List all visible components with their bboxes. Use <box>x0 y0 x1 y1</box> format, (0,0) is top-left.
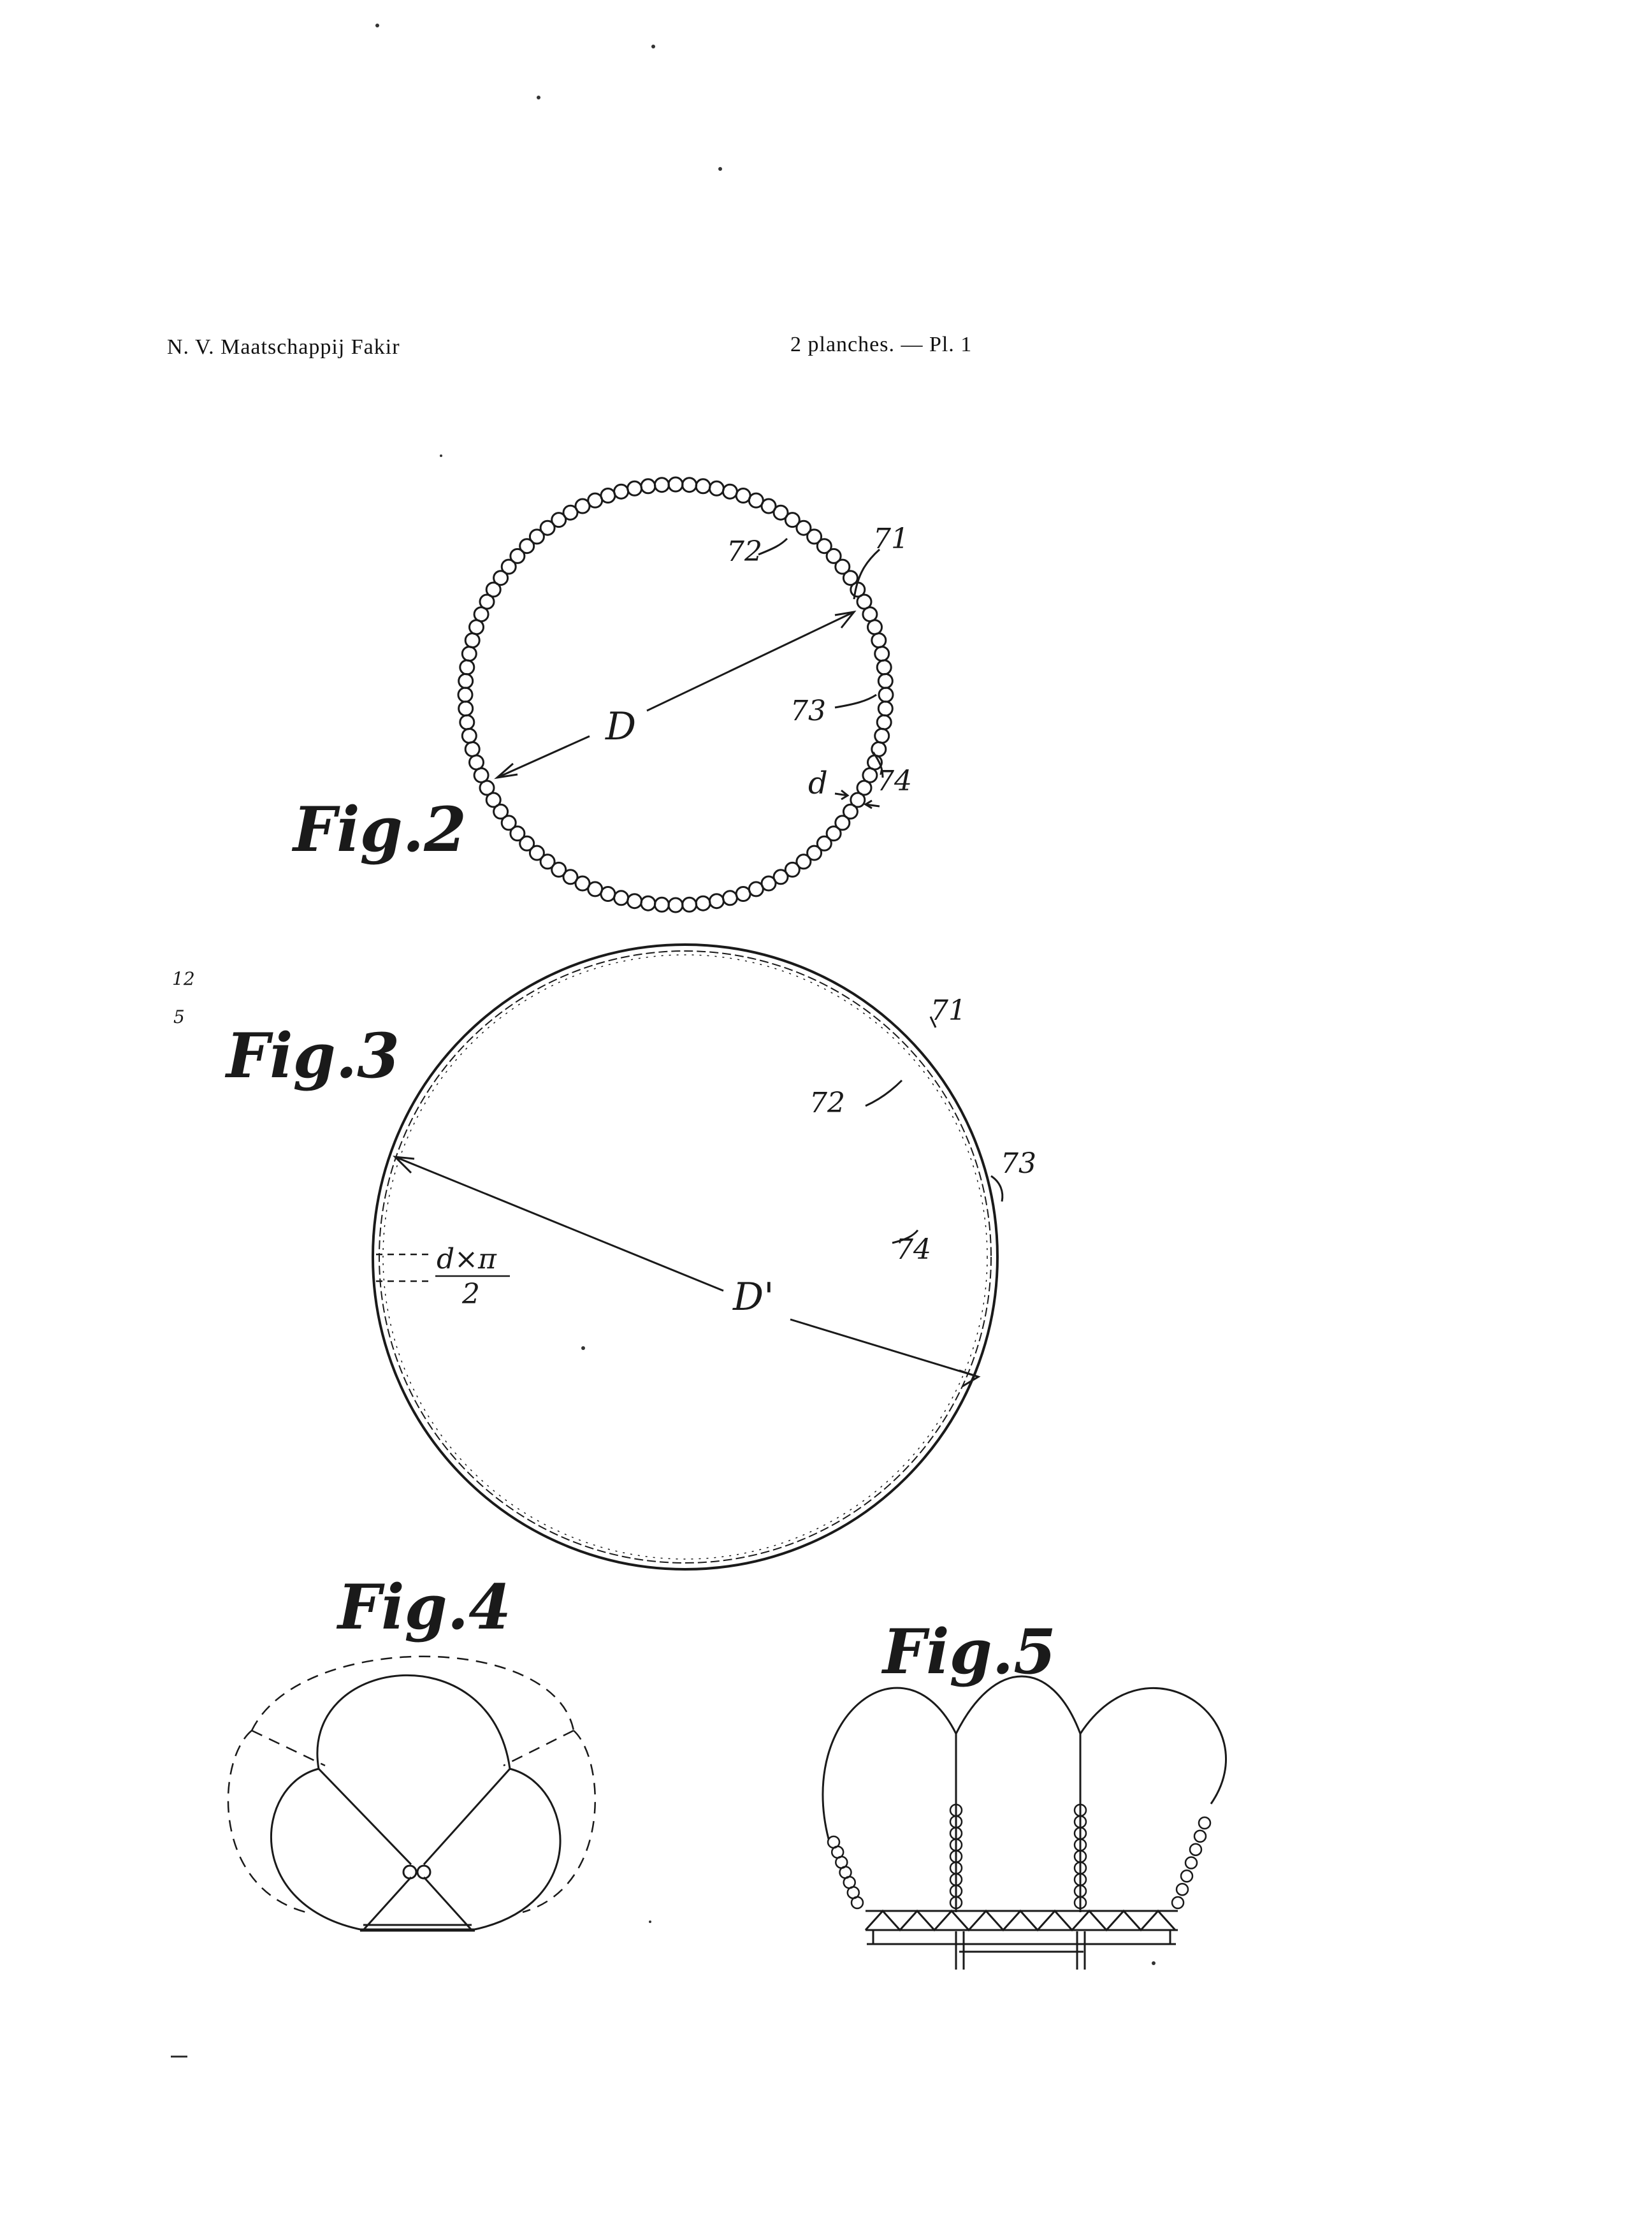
ref-72-fig3: 72 <box>809 1087 845 1119</box>
tube-bead <box>462 729 476 743</box>
stack-bead <box>1194 1831 1206 1842</box>
tube-bead <box>460 660 474 674</box>
tube-bead <box>458 688 472 702</box>
tube-bead <box>863 607 877 621</box>
figure-3: D' 72 71 73 74 d×π 2 Fig.3 <box>224 945 1036 1569</box>
fig3-title: Fig.3 <box>224 1020 400 1092</box>
ref-71-fig3: 71 <box>931 994 966 1027</box>
tube-bead <box>465 742 479 756</box>
ref-74: 74 <box>876 765 912 797</box>
stack-bead <box>1177 1884 1188 1895</box>
stack-bead <box>851 1897 863 1908</box>
three-lobe-shape <box>271 1675 560 1930</box>
diameter-line-d-prime <box>376 1017 1003 1386</box>
tube-bead <box>601 489 615 503</box>
label-d-diameter: D <box>605 704 636 749</box>
tube-bead <box>723 891 737 905</box>
ref-72: 72 <box>727 535 762 568</box>
tube-bead <box>588 493 602 507</box>
tube-bead <box>878 674 892 688</box>
tube-bead <box>669 477 683 491</box>
tube-bead <box>459 674 473 688</box>
stack-bead <box>1185 1857 1197 1869</box>
stack-bead <box>1172 1897 1184 1908</box>
tube-bead <box>474 768 488 782</box>
tube-bead <box>669 898 683 912</box>
expanded-outline <box>228 1657 595 1912</box>
figure-5: Fig.5 <box>823 1616 1226 1970</box>
tube-bead <box>641 479 655 493</box>
tube-bead <box>460 715 474 729</box>
label-small-d: d <box>808 766 828 801</box>
tube-bead <box>628 894 642 908</box>
tube-bead <box>709 481 723 495</box>
stack-bead <box>1190 1844 1201 1855</box>
tube-bead <box>470 620 484 634</box>
tube-bead <box>628 481 642 495</box>
tube-bead <box>696 896 710 910</box>
tube-bead <box>683 897 697 911</box>
label-d-prime: D' <box>732 1275 774 1319</box>
tube-bead <box>614 484 628 498</box>
fig4-title: Fig.4 <box>336 1571 511 1643</box>
stack-bead <box>1181 1870 1192 1882</box>
tube-bead <box>723 484 737 498</box>
tube-bead <box>462 647 476 661</box>
figure-2: D 72 71 73 74 d Fig.2 <box>291 477 912 912</box>
tube-bead <box>655 897 669 911</box>
tube-bead <box>459 702 473 716</box>
margin-note-5: 5 <box>173 1006 185 1027</box>
tube-bead <box>879 688 893 702</box>
tube-bead <box>683 478 697 492</box>
margin-note-12: 12 <box>172 968 195 989</box>
tube-bead <box>875 729 889 743</box>
figure-4: Fig.4 <box>228 1571 595 1930</box>
tube-bead <box>736 489 750 503</box>
fig5-title: Fig.5 <box>881 1616 1056 1688</box>
multi-cell-float <box>823 1676 1226 1970</box>
tube-bead <box>465 634 479 648</box>
tube-bead <box>878 702 892 716</box>
formula-denominator: 2 <box>461 1278 480 1310</box>
tube-bead <box>877 660 891 674</box>
tube-bead <box>655 478 669 492</box>
stack-bead <box>1199 1817 1210 1829</box>
tube-bead <box>868 620 882 634</box>
tube-bead <box>875 647 889 661</box>
tube-bead <box>696 479 710 493</box>
tube-bead <box>641 896 655 910</box>
fig2-title: Fig.2 <box>291 794 467 866</box>
tube-bead <box>601 887 615 901</box>
formula-numerator: d×π <box>437 1243 497 1275</box>
ref-74-fig3: 74 <box>895 1233 931 1266</box>
ref-73: 73 <box>790 695 826 727</box>
tube-bead <box>872 634 886 648</box>
tube-bead <box>736 887 750 901</box>
tube-bead <box>749 882 763 896</box>
tube-bead <box>470 755 484 769</box>
tube-bead <box>614 891 628 905</box>
ref-73-fig3: 73 <box>1001 1147 1036 1180</box>
ref-71: 71 <box>873 523 909 555</box>
tube-bead <box>877 715 891 729</box>
bead-stacks <box>828 1804 1210 1908</box>
tube-ring <box>458 477 893 912</box>
tube-bead <box>709 894 723 908</box>
